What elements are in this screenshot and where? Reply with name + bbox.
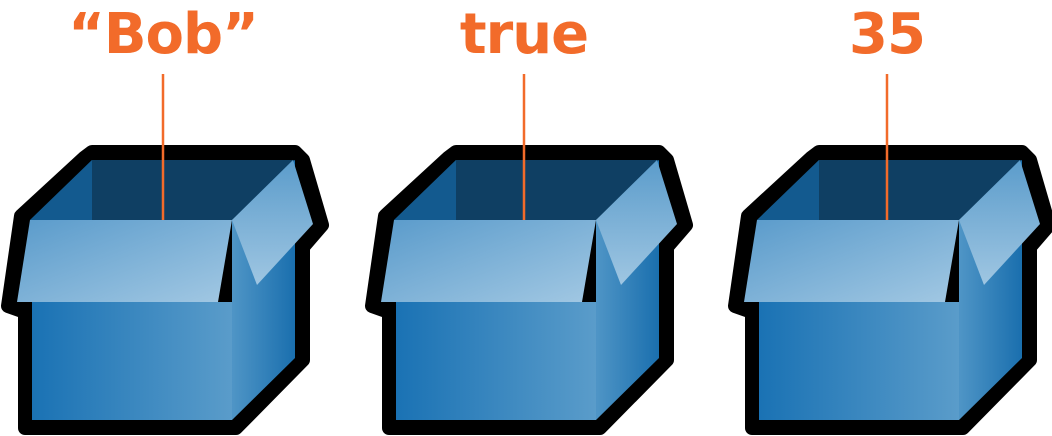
box-1 [8, 74, 322, 428]
value-label-bob: “Bob” [68, 2, 259, 67]
box-2 [372, 74, 686, 428]
box-3 [735, 74, 1049, 428]
value-label-true: true [459, 2, 589, 67]
value-label-35: 35 [849, 2, 926, 67]
